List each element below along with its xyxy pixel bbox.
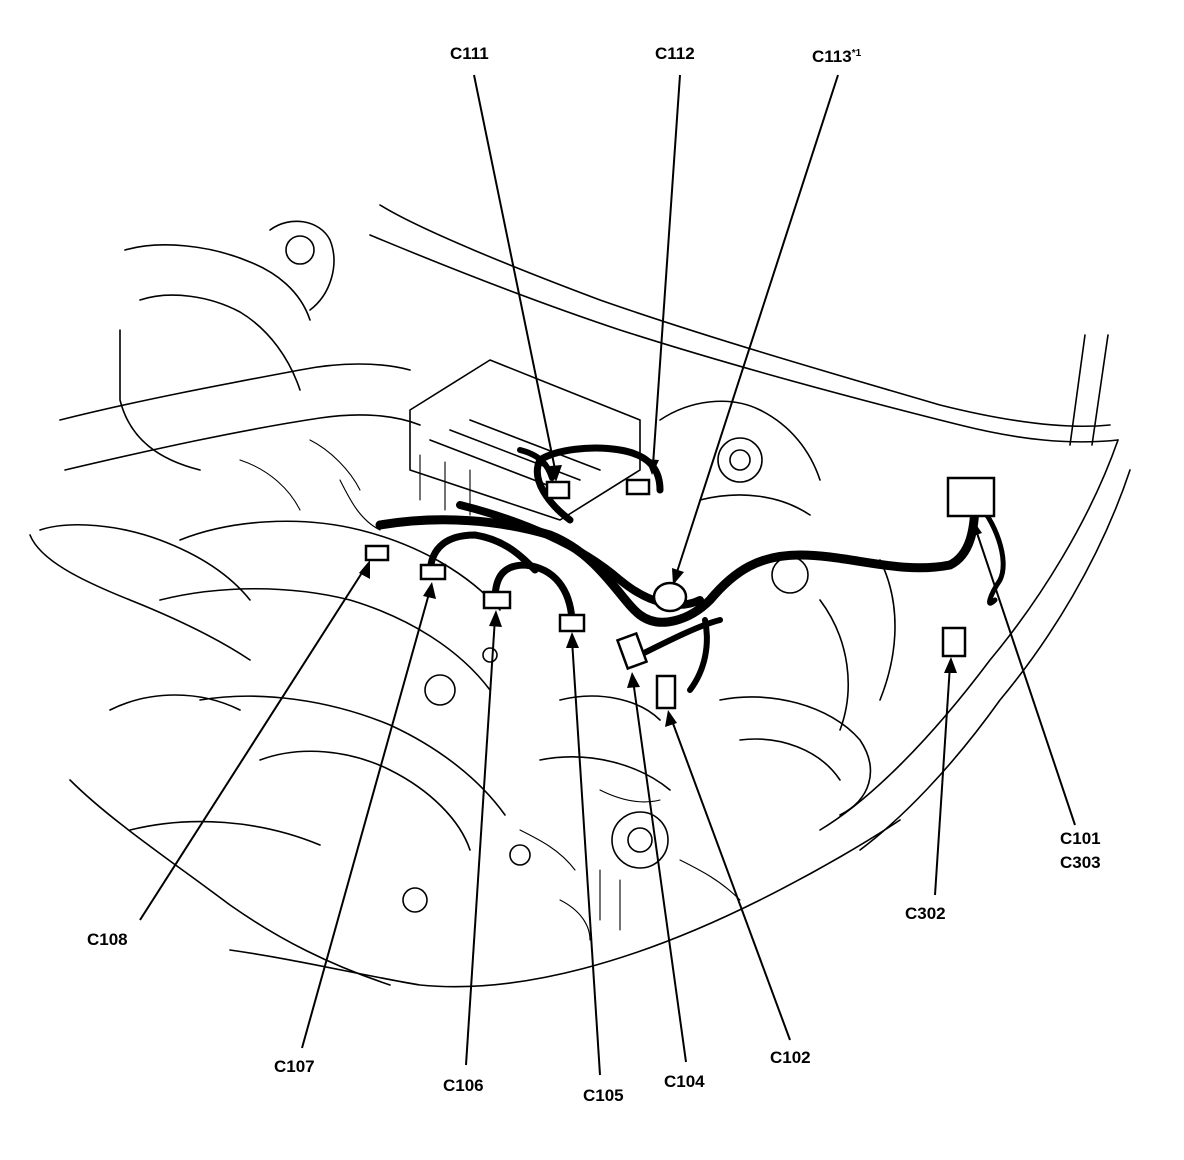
- connector-c104: [615, 631, 649, 671]
- connector-c106: [482, 590, 512, 610]
- label-c303: C303: [1060, 853, 1101, 872]
- leader-c101: [975, 529, 1076, 826]
- label-c106: C106: [443, 1076, 484, 1095]
- label-c105: C105: [583, 1086, 624, 1105]
- label-c111: C111: [450, 44, 489, 63]
- label-c104: C104: [664, 1072, 705, 1091]
- label-c108: C108: [87, 930, 128, 949]
- label-c112: C112: [655, 44, 695, 63]
- arrow-c105: [566, 632, 579, 648]
- connector-c112: [625, 478, 651, 496]
- arrow-c113: [672, 568, 684, 585]
- label-c102: C102: [770, 1048, 811, 1067]
- leader-c102: [670, 717, 791, 1041]
- leader-c302: [934, 664, 951, 896]
- leader-c113: [675, 74, 839, 576]
- connector-c302: [941, 626, 967, 658]
- leader-c111: [473, 74, 557, 475]
- connector-c113: [652, 581, 688, 613]
- arrow-c101: [970, 520, 982, 537]
- label-c101: C101: [1060, 829, 1101, 848]
- engine-bay-lineart: [29, 204, 1131, 988]
- leader-c107: [301, 589, 431, 1049]
- leader-c108: [139, 567, 366, 921]
- connector-c108: [364, 544, 390, 562]
- connector-c102: [655, 674, 677, 710]
- arrow-c108: [359, 560, 370, 579]
- connector-c111: [545, 480, 571, 500]
- leader-c104: [632, 679, 687, 1063]
- connector-c105: [558, 613, 586, 633]
- arrow-c302: [944, 657, 957, 673]
- arrow-c111: [550, 465, 562, 482]
- connector-shapes: [364, 476, 996, 710]
- leader-c106: [465, 617, 496, 1066]
- connector-c101: [946, 476, 996, 518]
- label-c113-footnote: *1: [851, 48, 862, 59]
- arrow-c104: [627, 672, 640, 688]
- leader-c112: [652, 74, 681, 466]
- connector-c107: [419, 563, 447, 581]
- leader-lines: [139, 74, 1076, 1076]
- label-c107: C107: [274, 1057, 315, 1076]
- leader-c105: [571, 639, 601, 1076]
- wiring-harness: [375, 444, 1006, 693]
- arrow-c102: [665, 710, 677, 727]
- label-c113: C113*1: [812, 47, 862, 66]
- arrow-c106: [489, 610, 502, 627]
- label-c302: C302: [905, 904, 946, 923]
- arrow-c107: [423, 582, 436, 599]
- arrow-c112: [646, 459, 659, 475]
